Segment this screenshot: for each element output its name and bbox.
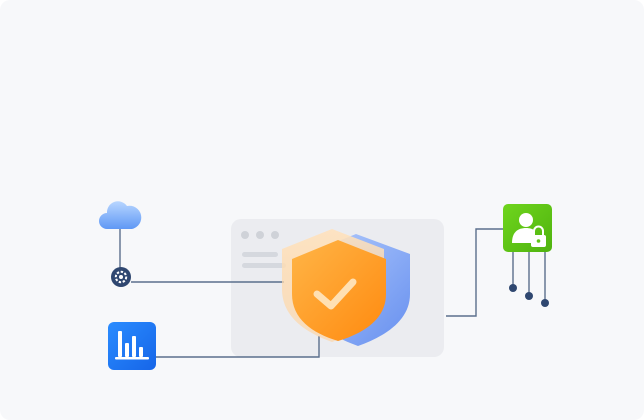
connector-lines — [119, 228, 546, 358]
shield-check-icon — [282, 229, 410, 346]
shield-front — [292, 240, 386, 341]
user-body — [512, 228, 535, 243]
text-line-placeholder — [242, 263, 286, 268]
lead-node — [509, 284, 517, 292]
window-dot — [271, 231, 279, 239]
lead-node — [525, 292, 533, 300]
check-mark-icon — [313, 278, 357, 310]
connector-window-user — [446, 228, 504, 317]
cloud-icon — [99, 201, 142, 229]
window-dot — [256, 231, 264, 239]
lock-icon — [531, 225, 546, 247]
window-dot — [241, 231, 249, 239]
gear-icon — [111, 267, 131, 287]
text-line-placeholder — [242, 252, 278, 257]
lead-node — [541, 299, 549, 307]
user-head — [519, 213, 533, 227]
user-lock-icon — [503, 204, 552, 252]
connector-chart-shield — [156, 336, 320, 358]
bar-chart-icon — [108, 322, 156, 370]
